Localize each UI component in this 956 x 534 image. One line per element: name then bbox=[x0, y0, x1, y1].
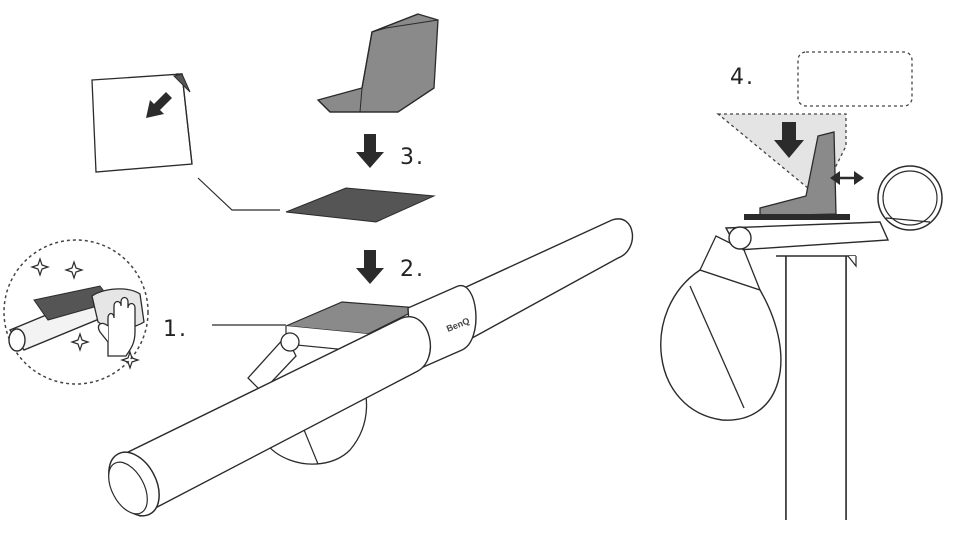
peel-arrow-icon bbox=[146, 92, 172, 118]
bracket-piece bbox=[316, 13, 439, 113]
dashed-box bbox=[797, 51, 913, 107]
down-arrow-icon bbox=[774, 122, 804, 158]
liner-leader-line bbox=[197, 177, 280, 211]
light-bar-assembly: BenQ bbox=[108, 218, 634, 518]
bar-main-tube bbox=[119, 316, 432, 518]
cleaning-inset bbox=[3, 239, 149, 385]
step-1-label: 1. bbox=[163, 317, 188, 342]
down-arrow-icon bbox=[356, 250, 384, 284]
side-counterweight bbox=[660, 269, 782, 421]
mini-bar-end bbox=[8, 328, 26, 352]
peel-liner-card bbox=[91, 73, 193, 173]
down-arrow-icon bbox=[356, 134, 384, 168]
side-pad bbox=[744, 214, 850, 220]
side-hinge-knob bbox=[728, 226, 752, 250]
step-4-label: 4. bbox=[730, 65, 755, 90]
side-view bbox=[660, 51, 943, 520]
hinge-knob bbox=[280, 332, 300, 352]
step-3-label: 3. bbox=[400, 145, 425, 170]
adhesive-pad bbox=[285, 187, 436, 223]
hand-wipe-icon bbox=[97, 296, 136, 357]
step-2-label: 2. bbox=[400, 257, 425, 282]
double-arrow-icon bbox=[830, 171, 864, 185]
sparkle-icon bbox=[30, 257, 140, 370]
